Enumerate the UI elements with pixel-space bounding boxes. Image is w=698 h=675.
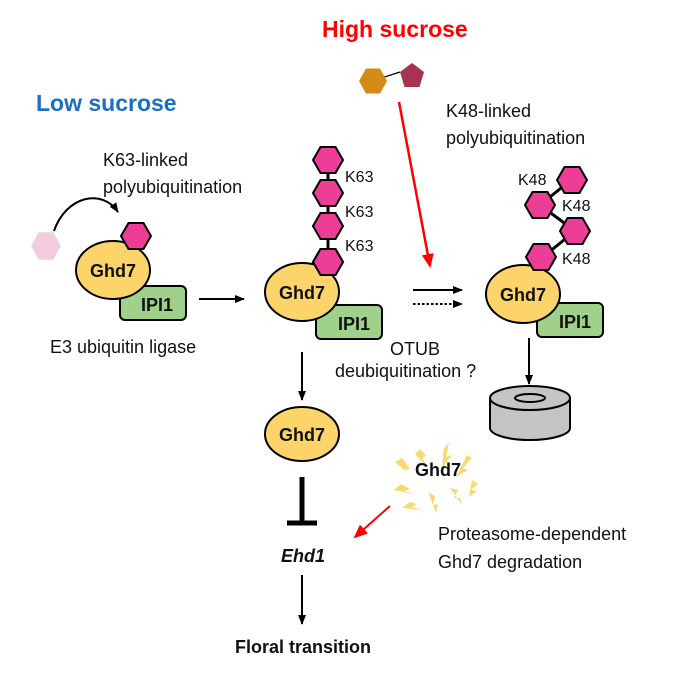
ubiquitin-icon — [120, 222, 152, 250]
ipi1-box — [119, 285, 187, 321]
ghd7-label: Ghd7 — [90, 261, 136, 281]
ubiquitin-icon — [312, 212, 344, 240]
floral-transition-label: Floral transition — [235, 637, 371, 657]
ghd7-protein — [264, 406, 340, 462]
ubiquitin-icon — [524, 191, 556, 219]
ipi1-label: IPI1 — [559, 312, 591, 332]
e3-ligase-label: E3 ubiquitin ligase — [50, 337, 196, 357]
ghd7-degradation-label: Ghd7 degradation — [438, 552, 582, 572]
ehd1-gene-label: Ehd1 — [281, 546, 325, 566]
left-complex: IPI1 Ghd7 — [31, 197, 187, 321]
ubiquitin-icon — [312, 179, 344, 207]
k63-polyubiquitination-label: polyubiquitination — [103, 177, 242, 197]
ipi1-box — [315, 304, 383, 340]
k63-linkage-label: K63 — [345, 169, 374, 186]
inhibition-symbol — [287, 477, 317, 526]
middle-complex: IPI1 Ghd7 — [264, 248, 383, 340]
ghd7-protein — [264, 262, 340, 322]
ghd7-label: Ghd7 — [279, 283, 325, 303]
proteasome-icon — [489, 385, 571, 441]
ghd7-protein — [75, 240, 151, 300]
proteasome-dependent-label: Proteasome-dependent — [438, 524, 626, 544]
otub-label: OTUB — [390, 339, 440, 359]
ghd7-label: Ghd7 — [279, 425, 325, 445]
ubiquitin-icon — [559, 217, 591, 245]
sucrose-molecule-icon — [359, 63, 424, 94]
right-complex: IPI1 Ghd7 — [485, 243, 604, 338]
low-sucrose-heading: Low sucrose — [36, 90, 177, 116]
k48-linkage-label: K48 — [562, 198, 591, 215]
deubiquitination-label: deubiquitination ? — [335, 361, 476, 381]
k48-polyubiquitination-label: polyubiquitination — [446, 128, 585, 148]
k63-linkage-label: K63 — [345, 238, 374, 255]
ubiquitin-icon — [525, 243, 557, 271]
free-ubiquitin-icon — [31, 232, 61, 260]
ubiquitin-icon — [312, 146, 344, 174]
high-sucrose-heading: High sucrose — [322, 16, 468, 42]
k48-linkage-label: K48 — [562, 251, 591, 268]
ubiquitin-icon — [556, 166, 588, 194]
ubiquitin-transfer-arrow — [53, 197, 119, 232]
degraded-ghd7-burst-icon — [394, 443, 478, 513]
ubiquitin-icon — [312, 248, 344, 276]
glucose-hexagon-icon — [359, 68, 387, 94]
degraded-ghd7-label: Ghd7 — [415, 460, 461, 480]
k63-linked-label: K63-linked — [103, 150, 188, 170]
k63-ubiquitin-chain: K63 K63 K63 — [312, 146, 374, 276]
fructose-pentagon-icon — [400, 63, 424, 87]
ipi1-label: IPI1 — [338, 314, 370, 334]
k63-linkage-label: K63 — [345, 204, 374, 221]
k48-linked-label: K48-linked — [446, 101, 531, 121]
sucrose-effect-arrow — [397, 101, 434, 268]
ghd7-protein — [485, 264, 561, 324]
derepression-arrow — [353, 505, 391, 539]
ipi1-label: IPI1 — [141, 295, 173, 315]
k48-linkage-label: K48 — [518, 172, 547, 189]
ghd7-label: Ghd7 — [500, 285, 546, 305]
